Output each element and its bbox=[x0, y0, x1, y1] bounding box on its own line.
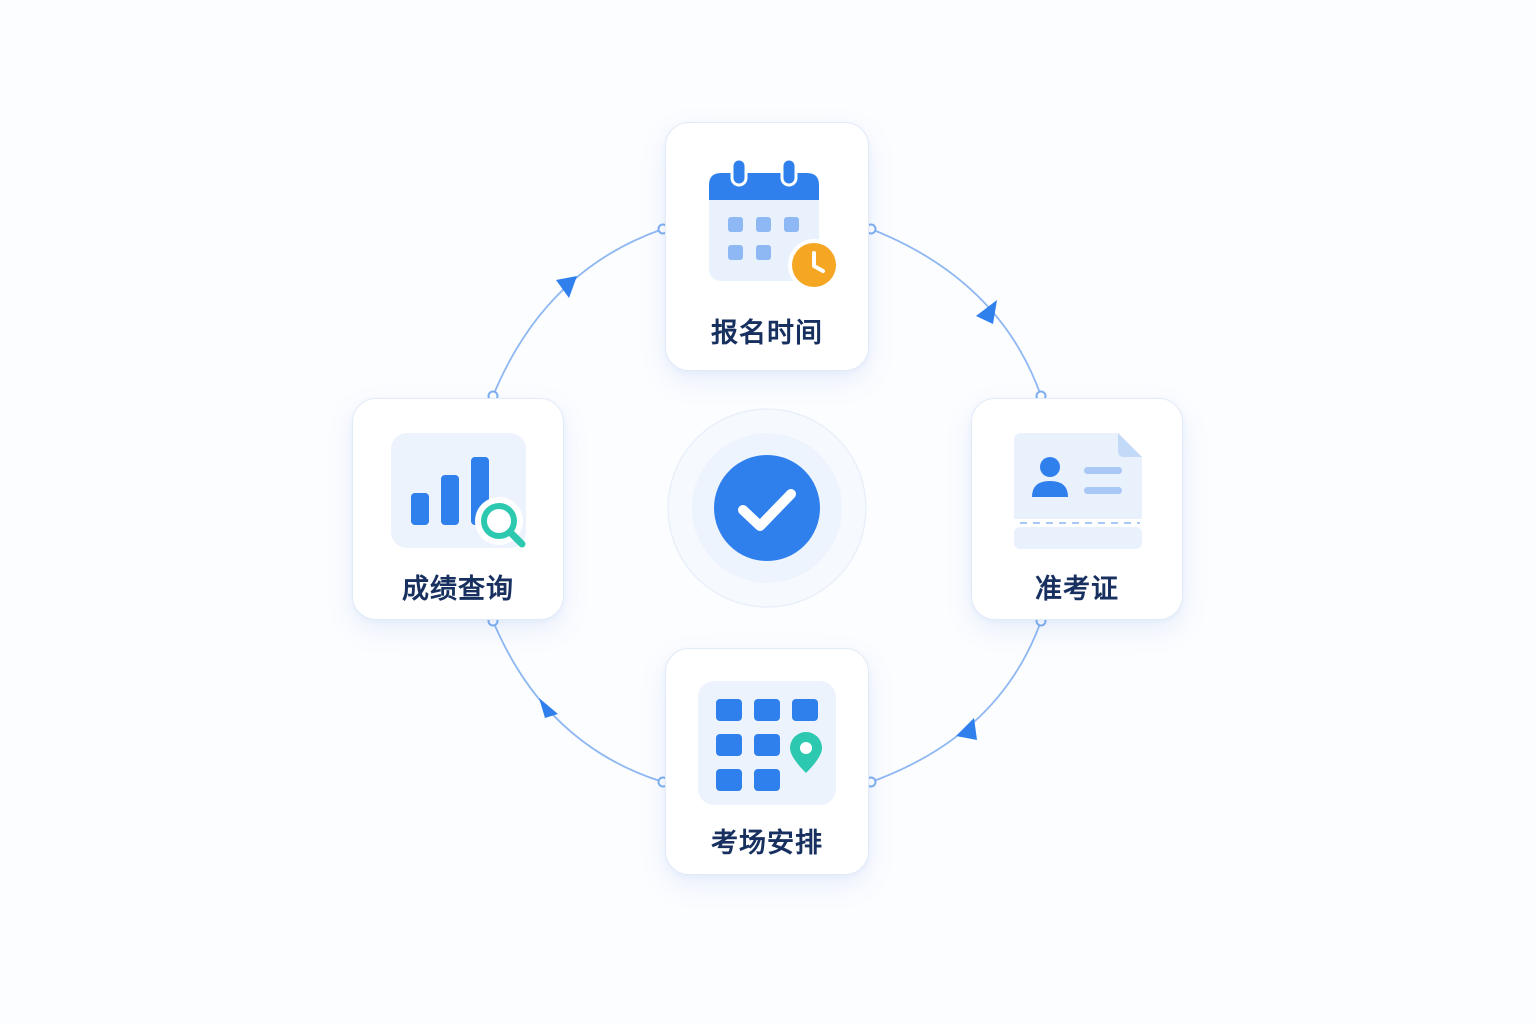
calendar-clock-icon bbox=[709, 157, 840, 291]
flow-arrow-icon bbox=[556, 276, 577, 298]
step-card-registration[interactable]: 报名时间 bbox=[665, 122, 869, 371]
admission-ticket-icon bbox=[1014, 433, 1142, 549]
step-label-admission-ticket: 准考证 bbox=[1035, 574, 1119, 605]
step-card-venue[interactable]: 考场安排 bbox=[665, 648, 869, 875]
checkmark-icon bbox=[738, 489, 796, 531]
step-card-admission-ticket[interactable]: 准考证 bbox=[971, 398, 1183, 620]
connector-scores-to-registration bbox=[492, 228, 664, 397]
step-label-score-inquiry: 成绩查询 bbox=[402, 574, 514, 605]
step-label-venue: 考场安排 bbox=[711, 828, 823, 859]
step-card-score-inquiry[interactable]: 成绩查询 bbox=[352, 398, 564, 620]
bar-chart-search-icon bbox=[391, 433, 526, 548]
connector-admission-to-venue bbox=[870, 620, 1042, 783]
flow-arrow-icon bbox=[956, 718, 977, 740]
connector-registration-to-admission bbox=[870, 228, 1042, 397]
seat-grid-location-icon bbox=[698, 681, 836, 805]
flow-arrow-icon bbox=[539, 698, 558, 718]
flow-arrow-icon bbox=[976, 300, 997, 324]
connector-venue-to-scores bbox=[492, 620, 664, 783]
center-check-badge bbox=[667, 408, 867, 608]
step-label-registration: 报名时间 bbox=[711, 318, 823, 349]
